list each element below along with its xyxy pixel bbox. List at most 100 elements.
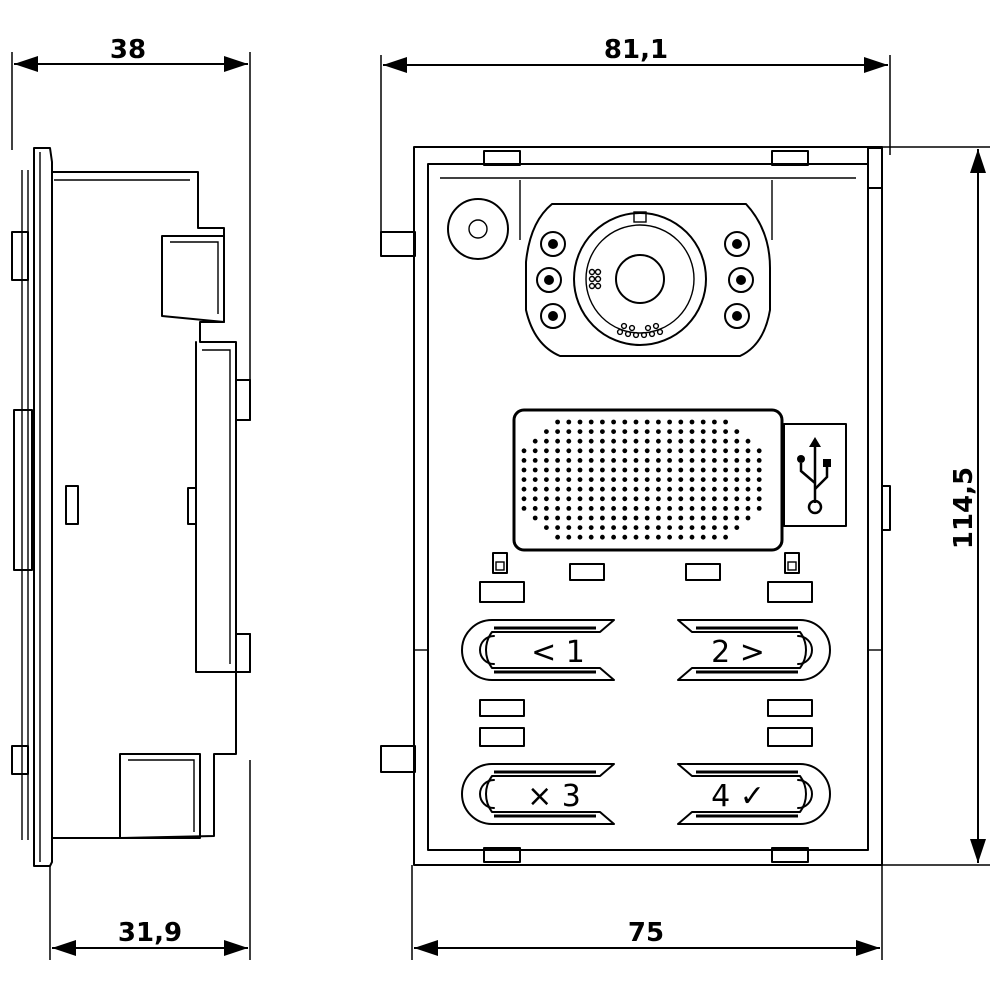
speaker-hole (555, 506, 560, 511)
dimension-label-81-1: 81,1 (604, 35, 668, 65)
speaker-hole (656, 534, 661, 540)
speaker-hole (667, 458, 672, 463)
speaker-hole (644, 486, 650, 492)
speaker-hole (633, 429, 639, 434)
speaker-hole (622, 525, 628, 530)
speaker-hole (723, 515, 728, 521)
speaker-hole (678, 429, 684, 434)
speaker-hole (600, 477, 605, 482)
speaker-hole (566, 429, 572, 434)
speaker-hole (611, 525, 616, 530)
speaker-hole (600, 506, 605, 511)
speaker-hole (712, 467, 717, 473)
speaker-hole (712, 438, 717, 444)
speaker-hole (588, 506, 594, 511)
speaker-hole (577, 429, 583, 434)
speaker-hole (611, 534, 616, 540)
speaker-hole (745, 515, 751, 521)
mic-hole (620, 322, 628, 330)
speaker-hole (756, 486, 762, 492)
speaker-hole (611, 486, 616, 492)
speaker-hole (723, 534, 728, 540)
speaker-hole (588, 534, 594, 540)
call-button-4[interactable]: 4 ✓ (677, 763, 831, 825)
speaker-hole (521, 506, 527, 511)
speaker-hole (521, 477, 527, 482)
speaker-hole (622, 496, 628, 502)
call-button-3[interactable]: × 3 (461, 763, 615, 825)
speaker-hole (544, 477, 549, 482)
dimension-label-38: 38 (110, 35, 146, 65)
speaker-hole (678, 486, 684, 492)
speaker-hole (521, 448, 527, 454)
call-button-2[interactable]: 2 > (677, 619, 831, 681)
speaker-hole (588, 419, 594, 425)
speaker-hole (566, 477, 572, 482)
speaker-hole (656, 506, 661, 511)
speaker-hole (667, 438, 672, 444)
speaker-hole (588, 458, 594, 463)
speaker-hole (633, 525, 639, 530)
speaker-hole (532, 477, 538, 482)
speaker-hole (555, 448, 560, 454)
speaker-hole (544, 429, 549, 434)
speaker-hole (622, 419, 628, 425)
speaker-hole (611, 419, 616, 425)
speaker-hole (734, 467, 740, 473)
speaker-hole (678, 477, 684, 482)
speaker-hole (723, 477, 728, 482)
speaker-hole (700, 448, 706, 454)
speaker-hole (712, 534, 717, 540)
speaker-hole (555, 467, 560, 473)
speaker-hole (633, 534, 639, 540)
speaker-hole (689, 506, 695, 511)
speaker-hole (577, 486, 583, 492)
speaker-hole (644, 467, 650, 473)
speaker-hole (678, 438, 684, 444)
mic-hole (652, 322, 660, 330)
speaker-hole (611, 506, 616, 511)
dimension-label-114-5: 114,5 (949, 467, 979, 549)
speaker-hole (712, 458, 717, 463)
speaker-hole (588, 515, 594, 521)
speaker-hole (544, 486, 549, 492)
speaker-hole (566, 506, 572, 511)
speaker-hole (745, 486, 751, 492)
speaker-hole (667, 525, 672, 530)
speaker-hole (723, 438, 728, 444)
speaker-hole (577, 506, 583, 511)
speaker-hole (678, 419, 684, 425)
speaker-hole (644, 496, 650, 502)
speaker-hole (555, 486, 560, 492)
speaker-hole (656, 515, 661, 521)
speaker-hole (566, 467, 572, 473)
dimensions: 38 81,1 114,5 31,9 75 (11, 35, 990, 960)
call-button-1[interactable]: < 1 (461, 619, 615, 681)
speaker-hole (588, 486, 594, 492)
dimension-front-height: 114,5 (880, 146, 990, 866)
speaker-hole (622, 477, 628, 482)
speaker-hole (734, 506, 740, 511)
speaker-hole (544, 438, 549, 444)
speaker-hole (644, 506, 650, 511)
speaker-hole (756, 458, 762, 463)
speaker-hole (600, 486, 605, 492)
speaker-hole (532, 515, 538, 521)
speaker-hole (656, 429, 661, 434)
speaker-hole (521, 486, 527, 492)
speaker-hole (678, 534, 684, 540)
speaker-hole (555, 534, 560, 540)
speaker-hole (689, 467, 695, 473)
speaker-hole (734, 496, 740, 502)
speaker-hole (734, 458, 740, 463)
frame-clip-left-top (380, 231, 416, 257)
speaker-hole (566, 486, 572, 492)
speaker-hole (555, 525, 560, 530)
speaker-hole (622, 486, 628, 492)
speaker-hole (600, 496, 605, 502)
speaker-hole (633, 486, 639, 492)
speaker-hole (712, 429, 717, 434)
light-sensor (447, 198, 509, 260)
mic-hole (616, 328, 624, 336)
